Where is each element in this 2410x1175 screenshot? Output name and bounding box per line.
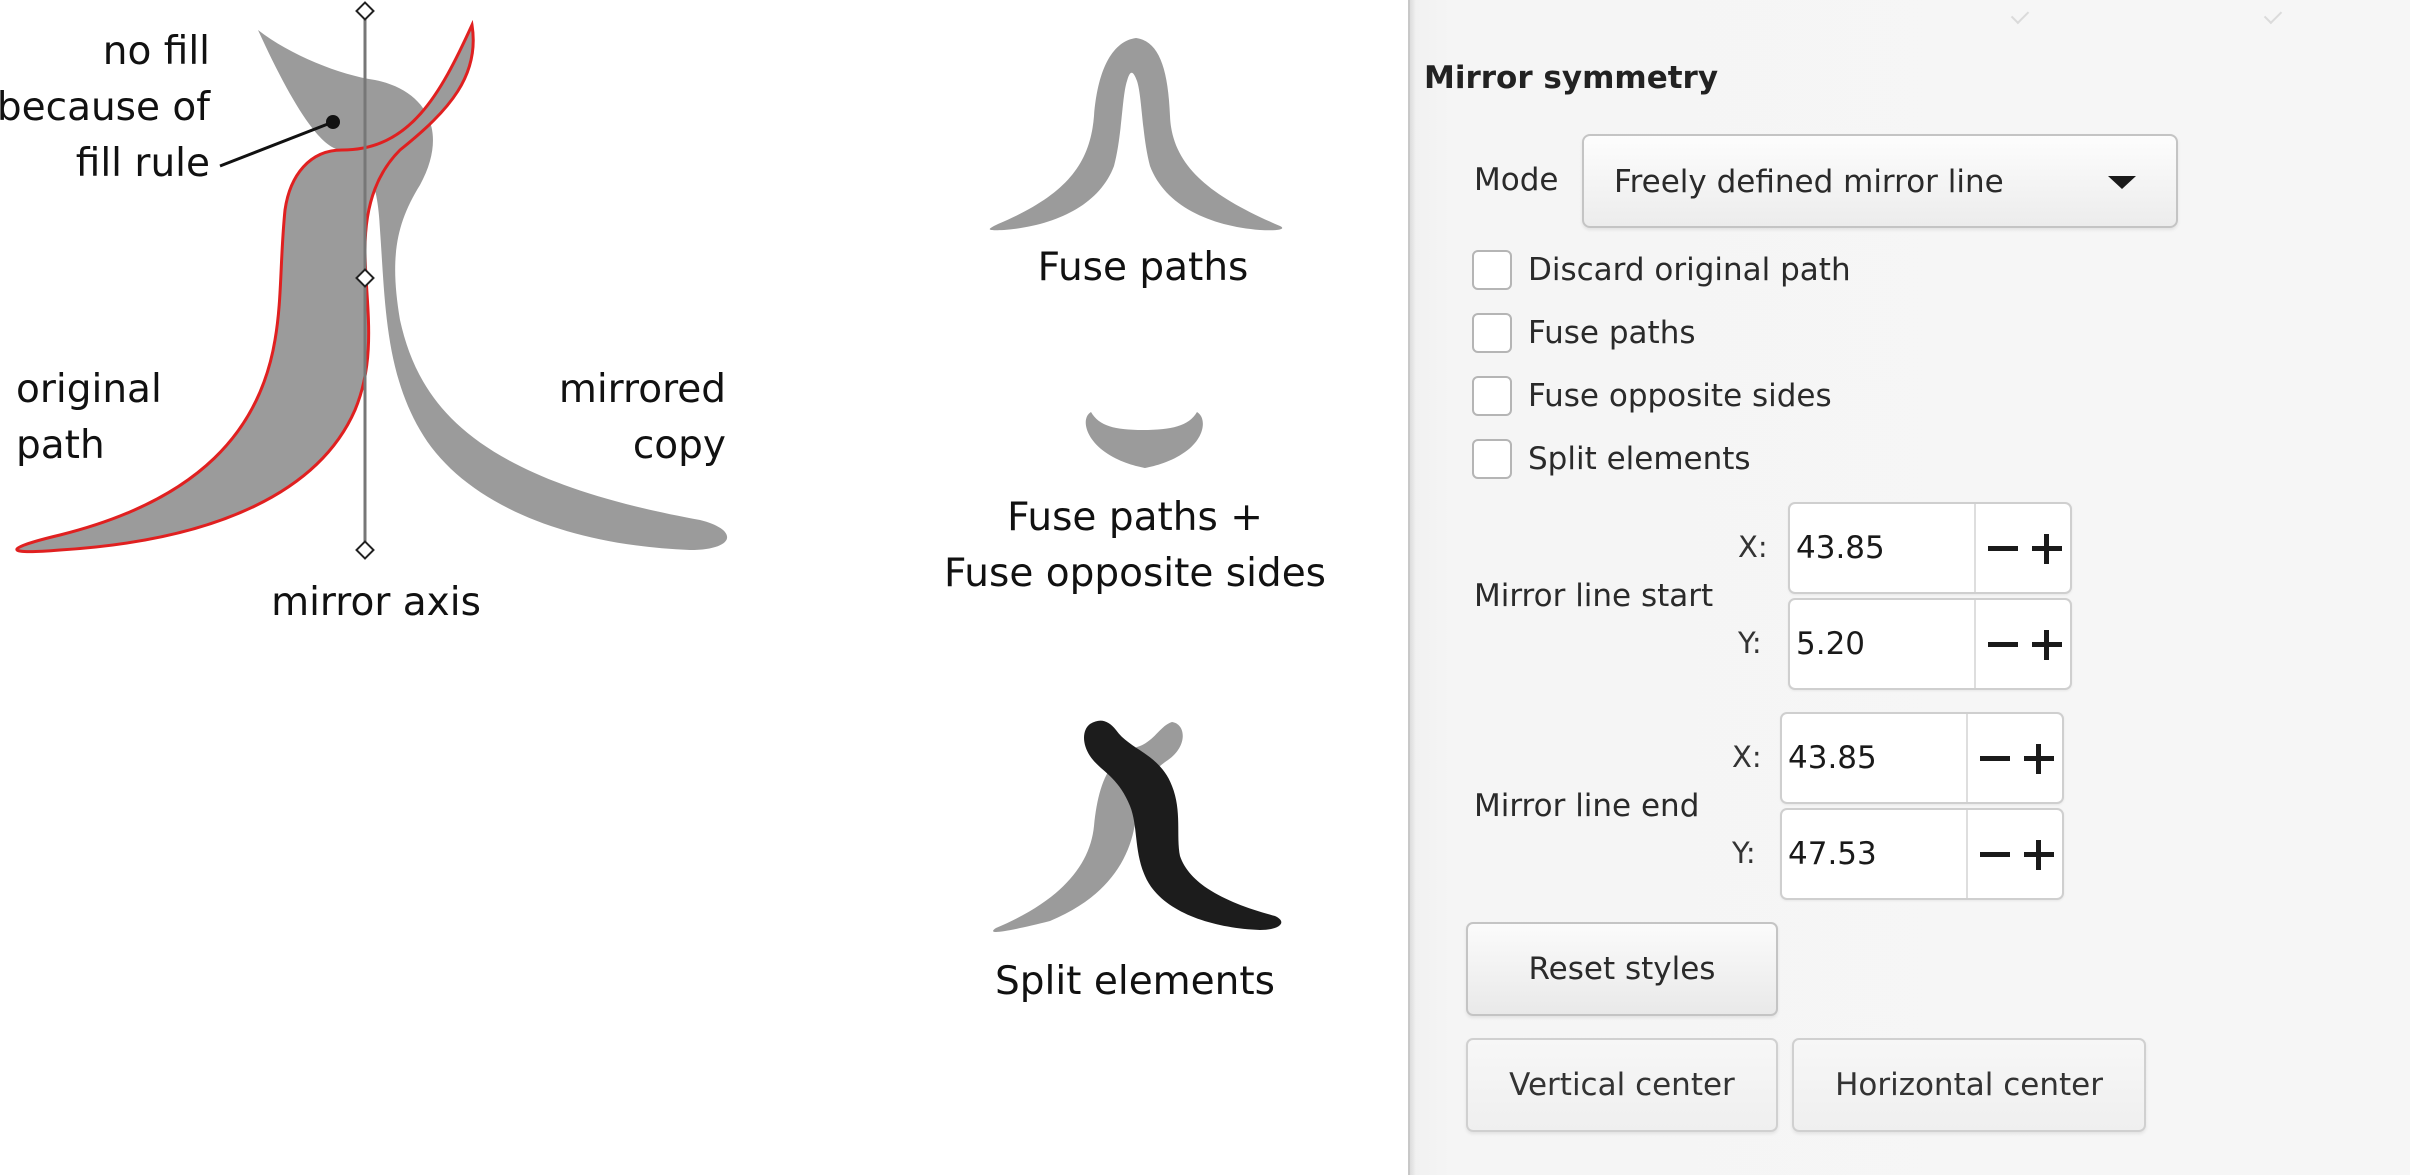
end-x-value[interactable]: 43.85 xyxy=(1788,740,1877,776)
end-y-plus-button[interactable] xyxy=(2016,810,2062,898)
mirror-line-start-label: Mirror line start xyxy=(1474,578,1714,614)
split-elements-label[interactable]: Split elements xyxy=(1528,441,1751,477)
original-path-label: original path xyxy=(16,367,162,468)
fuse-opposite-checkbox[interactable] xyxy=(1472,376,1512,416)
mode-label: Mode xyxy=(1474,162,1559,198)
end-y-value[interactable]: 47.53 xyxy=(1788,836,1877,872)
main-mirror-illustration xyxy=(15,1,728,560)
mirrored-copy-label: mirrored copy xyxy=(558,367,726,468)
section-title: Mirror symmetry xyxy=(1424,60,1719,96)
mirror-symmetry-panel: Mirror symmetry Mode Freely defined mirr… xyxy=(1408,0,2410,1175)
end-y-minus-button[interactable] xyxy=(1972,810,2018,898)
fuse-paths-example xyxy=(989,38,1283,231)
mode-select-value: Freely defined mirror line xyxy=(1614,164,2004,200)
start-x-label: X: xyxy=(1738,530,1768,564)
start-x-minus-button[interactable] xyxy=(1980,504,2026,592)
start-x-spinbox[interactable]: 43.85 xyxy=(1788,502,2072,594)
split-elements-caption: Split elements xyxy=(994,959,1276,1004)
no-fill-dot xyxy=(326,115,340,129)
start-y-label: Y: xyxy=(1738,626,1762,660)
reset-styles-button[interactable]: Reset styles xyxy=(1466,922,1778,1016)
no-fill-pointer xyxy=(219,120,334,168)
end-x-label: X: xyxy=(1732,740,1762,774)
fuse-opposite-caption: Fuse paths + Fuse opposite sides xyxy=(943,495,1327,596)
start-y-minus-button[interactable] xyxy=(1980,600,2026,688)
fuse-opposite-example xyxy=(1085,412,1203,468)
top-chevron-icon-2 xyxy=(2263,5,2283,25)
fuse-opposite-label[interactable]: Fuse opposite sides xyxy=(1528,378,1832,414)
no-fill-label: no fill because of fill rule xyxy=(0,29,210,186)
discard-original-checkbox[interactable] xyxy=(1472,250,1512,290)
start-x-value[interactable]: 43.85 xyxy=(1796,530,1885,566)
dropdown-arrow-icon xyxy=(2108,176,2136,189)
mirror-axis-label: mirror axis xyxy=(271,580,481,625)
start-x-plus-button[interactable] xyxy=(2024,504,2070,592)
end-y-spinbox[interactable]: 47.53 xyxy=(1780,808,2064,900)
split-elements-example xyxy=(993,720,1282,932)
mirror-line-end-label: Mirror line end xyxy=(1474,788,1700,824)
end-y-label: Y: xyxy=(1732,836,1756,870)
vertical-center-button[interactable]: Vertical center xyxy=(1466,1038,1778,1132)
end-x-spinbox[interactable]: 43.85 xyxy=(1780,712,2064,804)
end-x-minus-button[interactable] xyxy=(1972,714,2018,802)
start-y-spinbox[interactable]: 5.20 xyxy=(1788,598,2072,690)
end-x-plus-button[interactable] xyxy=(2016,714,2062,802)
split-elements-checkbox[interactable] xyxy=(1472,439,1512,479)
original-path-shape xyxy=(15,19,475,554)
horizontal-center-button[interactable]: Horizontal center xyxy=(1792,1038,2146,1132)
start-y-value[interactable]: 5.20 xyxy=(1796,626,1866,662)
start-y-plus-button[interactable] xyxy=(2024,600,2070,688)
fuse-paths-caption: Fuse paths xyxy=(1037,245,1249,290)
fuse-paths-label[interactable]: Fuse paths xyxy=(1528,315,1696,351)
discard-original-label[interactable]: Discard original path xyxy=(1528,252,1851,288)
fuse-paths-checkbox[interactable] xyxy=(1472,313,1512,353)
axis-node-handles xyxy=(355,1,375,560)
mode-select[interactable]: Freely defined mirror line xyxy=(1582,134,2178,228)
top-chevron-icon xyxy=(2010,5,2030,25)
